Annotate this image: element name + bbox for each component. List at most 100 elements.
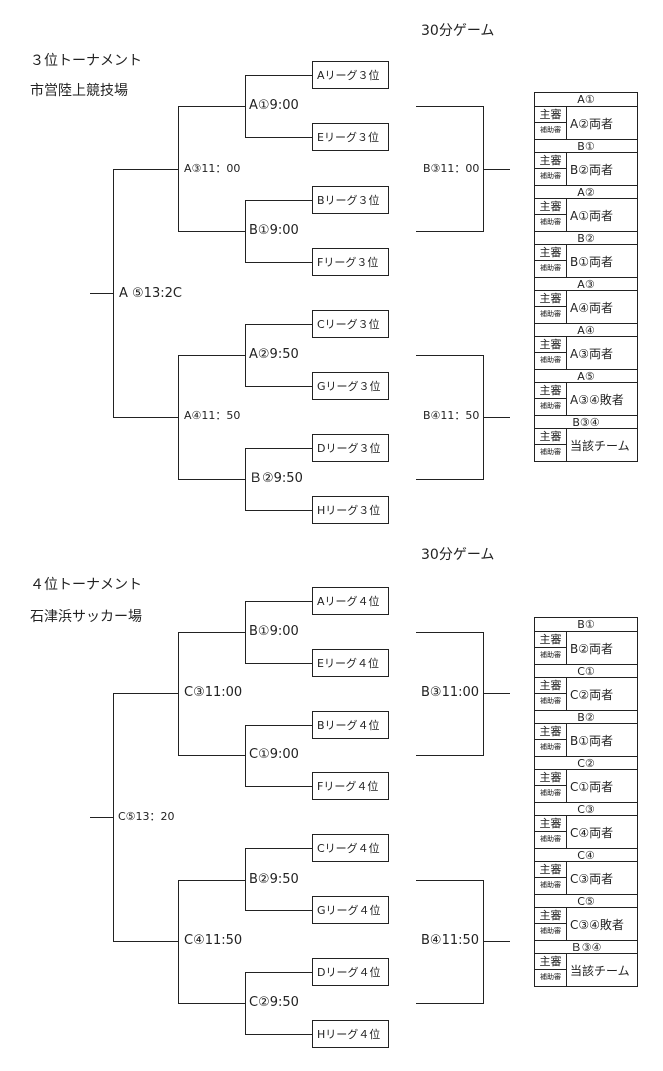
ref-team: B①両者 <box>570 254 613 269</box>
ref-main-label: 主審 <box>535 153 566 169</box>
ref-sub-label: 補助審 <box>540 310 561 318</box>
team-box: Hリーグ４位 <box>312 1020 389 1048</box>
ref-team: 当該チーム <box>570 438 630 453</box>
ref-main-label: 主審 <box>535 429 566 445</box>
team-box: Aリーグ４位 <box>312 587 389 615</box>
ref-sub-label: 補助審 <box>540 835 561 843</box>
ref-match: C② <box>535 756 637 770</box>
match-label: B①9:00 <box>248 223 300 238</box>
match-label: B④11：50 <box>422 409 481 422</box>
team-box: Gリーグ３位 <box>312 372 389 400</box>
section-title: ３位トーナメント <box>30 53 142 69</box>
ref-team: C①両者 <box>570 779 614 794</box>
team-box: Fリーグ４位 <box>312 772 389 800</box>
final-label: C⑤13：20 <box>117 810 176 823</box>
ref-main-label: 主審 <box>535 908 566 924</box>
ref-sub-label: 補助審 <box>540 402 561 410</box>
ref-main-label: 主審 <box>535 816 566 832</box>
ref-match: C③ <box>535 802 637 816</box>
team-box: Eリーグ４位 <box>312 649 389 677</box>
game-duration-note: 30分ゲーム <box>421 23 495 39</box>
ref-match: A② <box>535 185 637 199</box>
ref-match: B① <box>535 139 637 153</box>
ref-sub-label: 補助審 <box>540 927 561 935</box>
team-box: Gリーグ４位 <box>312 896 389 924</box>
ref-match: B② <box>535 710 637 724</box>
team-box: Cリーグ３位 <box>312 310 389 338</box>
match-label: C②9:50 <box>248 995 300 1010</box>
venue-name: 市営陸上競技場 <box>30 83 128 99</box>
final-label: A ⑤13:2C <box>118 286 183 301</box>
ref-match: A③ <box>535 277 637 291</box>
ref-main-label: 主審 <box>535 291 566 307</box>
ref-sub-label: 補助審 <box>540 172 561 180</box>
ref-team: 当該チーム <box>570 963 630 978</box>
ref-match: C⑤ <box>535 894 637 908</box>
ref-team: C③④敗者 <box>570 917 624 932</box>
team-box: Bリーグ４位 <box>312 711 389 739</box>
ref-match: Ｂ③④ <box>535 940 637 954</box>
ref-match: C④ <box>535 848 637 862</box>
game-duration-note: 30分ゲーム <box>421 547 495 563</box>
venue-name: 石津浜サッカー場 <box>30 609 142 625</box>
ref-sub-label: 補助審 <box>540 881 561 889</box>
match-label: B③11：00 <box>422 162 481 175</box>
ref-match: C① <box>535 664 637 678</box>
ref-team: B①両者 <box>570 733 613 748</box>
ref-sub-label: 補助審 <box>540 264 561 272</box>
referee-table: A① 主審補助審 A②両者 B① 主審補助審 B②両者 A② 主審補助審 A①両… <box>534 92 638 462</box>
ref-sub-label: 補助審 <box>540 356 561 364</box>
ref-sub-label: 補助審 <box>540 743 561 751</box>
match-label: B①9:00 <box>248 624 300 639</box>
ref-sub-label: 補助審 <box>540 218 561 226</box>
ref-team: B②両者 <box>570 641 613 656</box>
match-label: B②9:50 <box>248 872 300 887</box>
team-box: Bリーグ３位 <box>312 186 389 214</box>
ref-main-label: 主審 <box>535 337 566 353</box>
ref-main-label: 主審 <box>535 199 566 215</box>
match-label: A②9:50 <box>248 347 300 362</box>
ref-main-label: 主審 <box>535 632 566 648</box>
section-title: ４位トーナメント <box>30 577 142 593</box>
team-box: Dリーグ４位 <box>312 958 389 986</box>
ref-match: B③④ <box>535 415 637 429</box>
ref-main-label: 主審 <box>535 678 566 694</box>
referee-table: B① 主審補助審 B②両者 C① 主審補助審 C②両者 B② 主審補助審 B①両… <box>534 617 638 987</box>
ref-team: B②両者 <box>570 162 613 177</box>
ref-team: C③両者 <box>570 871 614 886</box>
ref-sub-label: 補助審 <box>540 973 561 981</box>
ref-main-label: 主審 <box>535 770 566 786</box>
team-box: Eリーグ３位 <box>312 123 389 151</box>
ref-sub-label: 補助審 <box>540 697 561 705</box>
ref-sub-label: 補助審 <box>540 448 561 456</box>
ref-sub-label: 補助審 <box>540 651 561 659</box>
ref-team: A①両者 <box>570 208 613 223</box>
ref-main-label: 主審 <box>535 954 566 970</box>
team-box: Cリーグ４位 <box>312 834 389 862</box>
ref-team: A④両者 <box>570 300 613 315</box>
match-label: B③11:00 <box>420 685 481 700</box>
ref-team: A②両者 <box>570 116 613 131</box>
ref-main-label: 主審 <box>535 383 566 399</box>
match-label: A①9:00 <box>248 98 300 113</box>
ref-main-label: 主審 <box>535 862 566 878</box>
ref-match: A① <box>535 93 637 107</box>
match-label: A③11：00 <box>183 162 242 175</box>
match-label: C④11:50 <box>183 933 244 948</box>
ref-team: A③両者 <box>570 346 613 361</box>
match-label: C③11:00 <box>183 685 244 700</box>
team-box: Hリーグ３位 <box>312 496 389 524</box>
ref-main-label: 主審 <box>535 107 566 123</box>
match-label: Ｂ②9:50 <box>248 471 304 486</box>
ref-team: C②両者 <box>570 687 614 702</box>
ref-team: A③④敗者 <box>570 392 624 407</box>
match-label: C①9:00 <box>248 747 300 762</box>
team-box: Dリーグ３位 <box>312 434 389 462</box>
team-box: Fリーグ３位 <box>312 248 389 276</box>
match-label: A④11：50 <box>183 409 242 422</box>
ref-sub-label: 補助審 <box>540 126 561 134</box>
match-label: B④11:50 <box>420 933 481 948</box>
ref-main-label: 主審 <box>535 724 566 740</box>
ref-match: A⑤ <box>535 369 637 383</box>
team-box: Aリーグ３位 <box>312 61 389 89</box>
